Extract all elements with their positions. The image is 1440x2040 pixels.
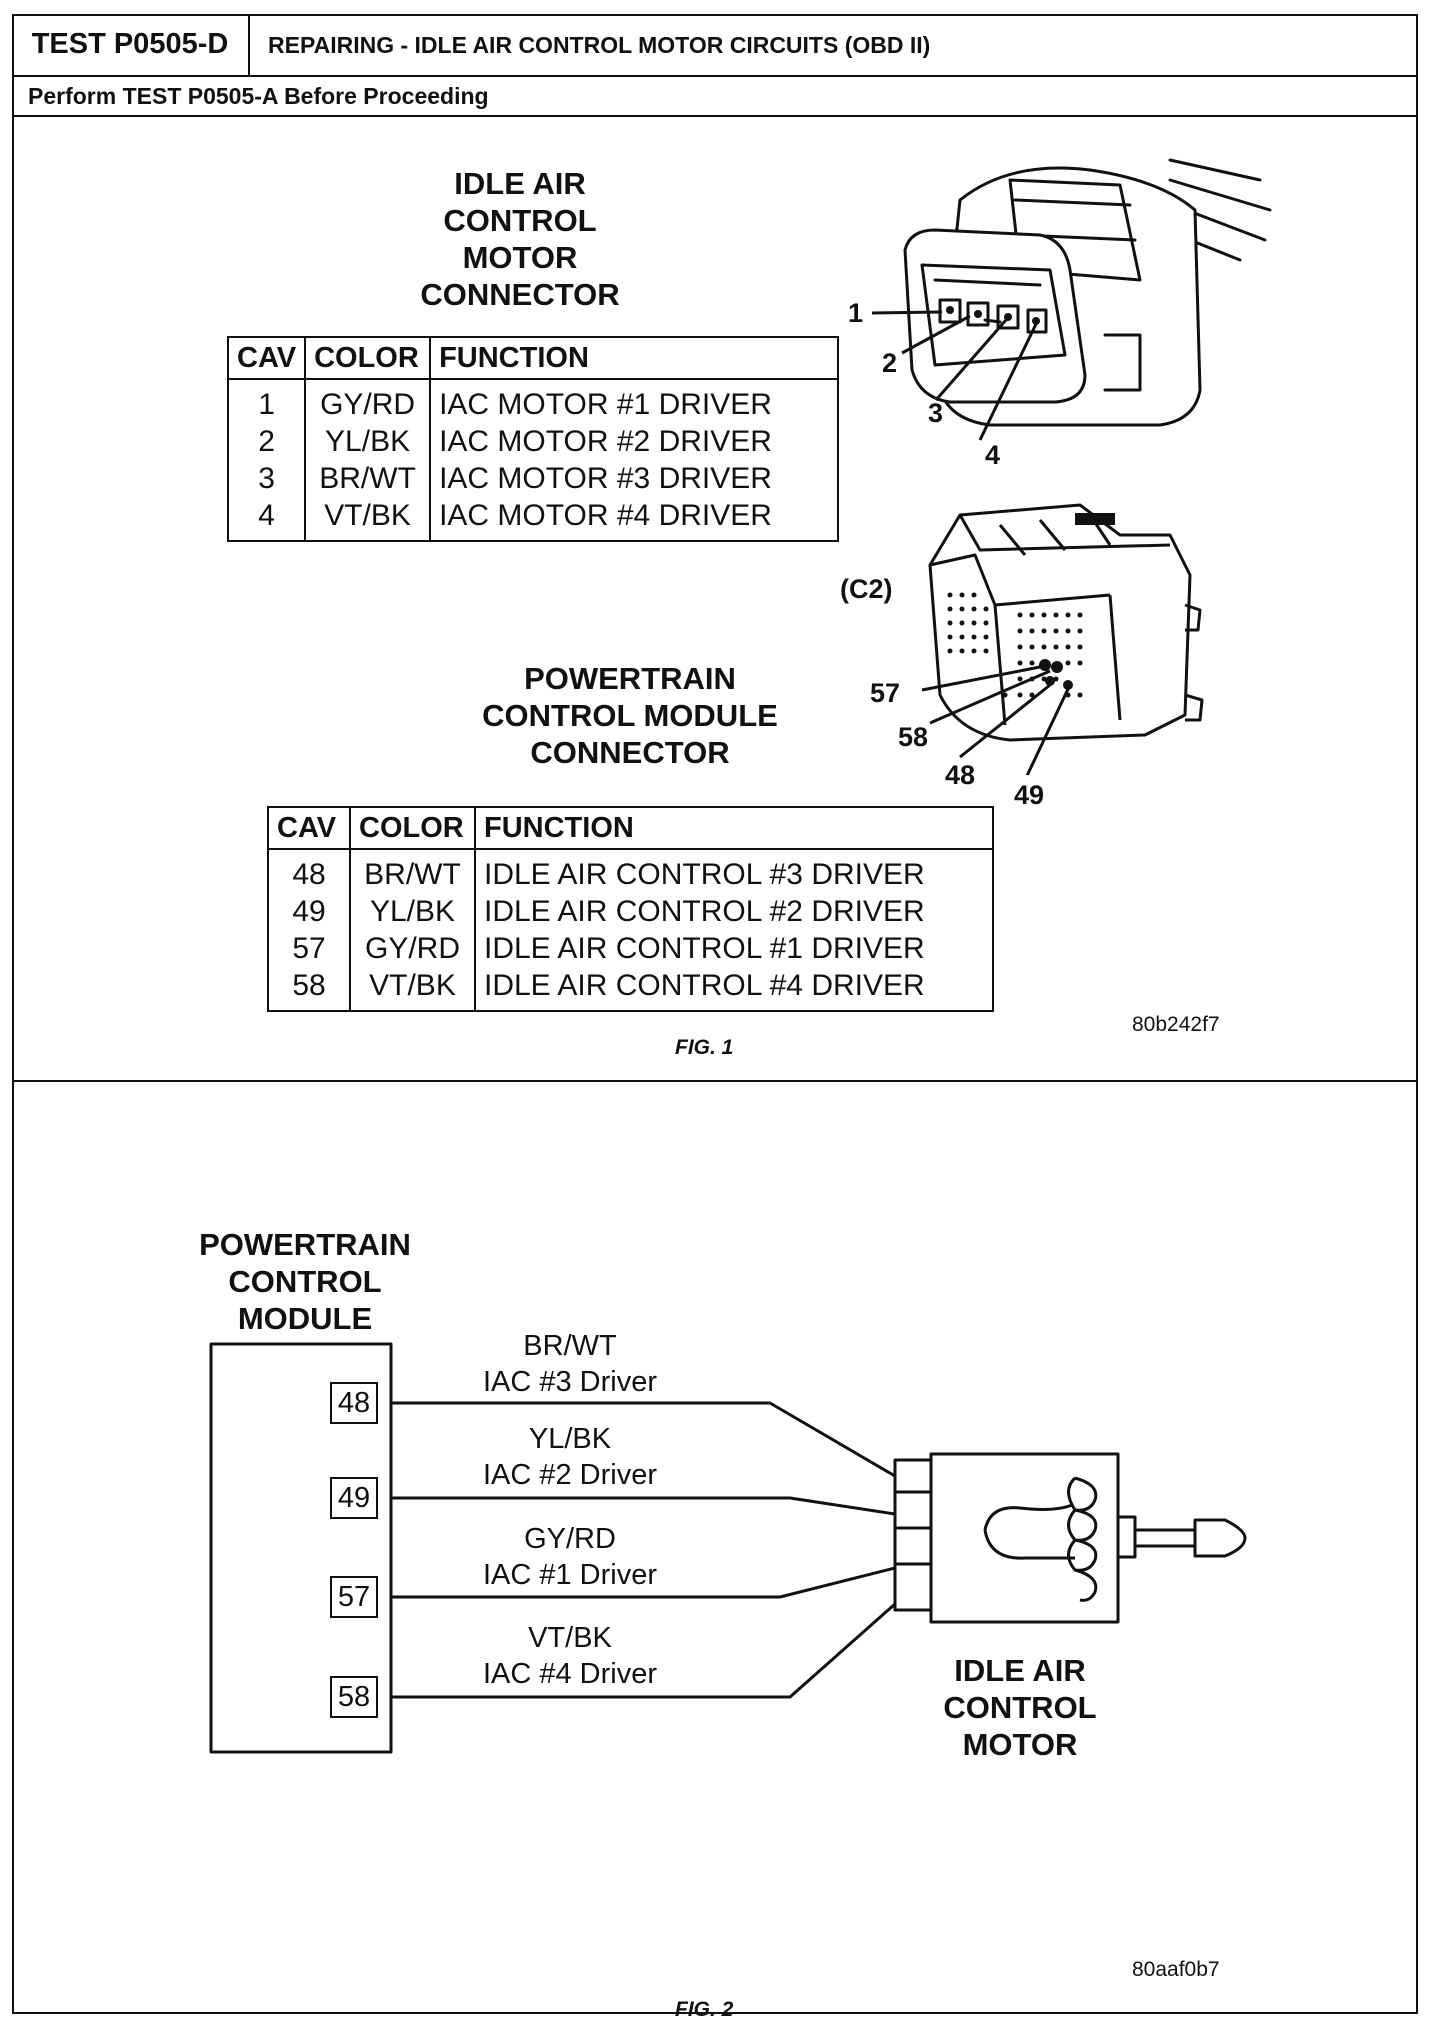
cell-cav: 2 (226, 423, 307, 460)
iac-pin-label: 2 (882, 348, 898, 378)
table-row: 48 BR/WT IDLE AIR CONTROL #3 DRIVER (267, 849, 994, 893)
wire-br-wt (391, 1401, 896, 1478)
cell-cav: 57 (267, 930, 351, 967)
cell-cav: 58 (267, 967, 351, 1012)
figure-divider (12, 1080, 1418, 1082)
wire-label: GY/RD IAC #1 Driver (440, 1521, 700, 1593)
cell-function: IAC MOTOR #2 DRIVER (429, 423, 839, 460)
cell-color: YL/BK (304, 423, 432, 460)
wire-function: IAC #4 Driver (482, 1658, 658, 1690)
table-row: 58 VT/BK IDLE AIR CONTROL #4 DRIVER (267, 967, 994, 1012)
test-id: TEST P0505-D (12, 14, 250, 77)
pcm-pin-box: 49 (330, 1477, 378, 1519)
cell-color: GY/RD (304, 379, 432, 423)
cell-function: IAC MOTOR #3 DRIVER (429, 460, 839, 497)
cell-cav: 49 (267, 893, 351, 930)
iac-motor-title: IDLE AIR CONTROL MOTOR (900, 1652, 1140, 1763)
iac-connector-title-line: CONTROL (443, 203, 597, 238)
page-frame (12, 14, 1418, 2014)
wire-color: GY/RD (524, 1523, 616, 1555)
pcm-module-title-line: MODULE (237, 1301, 373, 1336)
iac-pin-label: 3 (928, 398, 944, 428)
iac-motor-title-line: CONTROL (943, 1690, 1097, 1725)
iac-connector-title: IDLE AIR CONTROL MOTOR CONNECTOR (380, 165, 660, 313)
wire-gy-rd (391, 1566, 896, 1599)
pcm-connector-id: (C2) (840, 574, 893, 604)
pcm-connector-title-line: POWERTRAIN (524, 661, 736, 696)
figure-code: 80aaf0b7 (1132, 1958, 1220, 1981)
col-header-function: FUNCTION (429, 336, 839, 380)
pcm-connector-title-line: CONTROL MODULE (482, 698, 778, 733)
table-row: 1 GY/RD IAC MOTOR #1 DRIVER (226, 379, 839, 423)
iac-pin-label: 4 (985, 440, 1001, 470)
iac-pin-label: 1 (848, 298, 864, 328)
pcm-pin-box: 48 (330, 1382, 378, 1424)
col-header-function: FUNCTION (474, 806, 994, 850)
cell-color: GY/RD (349, 930, 476, 967)
wire-label: VT/BK IAC #4 Driver (440, 1620, 700, 1692)
pcm-module-title: POWERTRAIN CONTROL MODULE (170, 1226, 440, 1337)
col-header-color: COLOR (304, 336, 432, 380)
table-row: 49 YL/BK IDLE AIR CONTROL #2 DRIVER (267, 893, 994, 930)
cell-function: IDLE AIR CONTROL #3 DRIVER (474, 849, 994, 893)
pcm-connector-title-line: CONNECTOR (530, 735, 730, 770)
cell-cav: 1 (226, 379, 307, 423)
pcm-pin-box: 57 (330, 1576, 378, 1618)
pcm-module-title-line: POWERTRAIN (199, 1227, 411, 1262)
pcm-pinout-table: CAV COLOR FUNCTION 48 BR/WT IDLE AIR CON… (267, 806, 994, 1012)
col-header-color: COLOR (349, 806, 476, 850)
pcm-module-title-line: CONTROL (228, 1264, 382, 1299)
header-row (12, 14, 1418, 77)
pcm-pin-label: 58 (898, 722, 929, 752)
pcm-connector-drawing (921, 503, 1204, 775)
table-row: 4 VT/BK IAC MOTOR #4 DRIVER (226, 497, 839, 542)
col-header-cav: CAV (226, 336, 307, 380)
cell-cav: 3 (226, 460, 307, 497)
pcm-pin-label: 48 (945, 760, 976, 790)
cell-color: VT/BK (304, 497, 432, 542)
pcm-connector-title: POWERTRAIN CONTROL MODULE CONNECTOR (430, 660, 830, 771)
cell-function: IAC MOTOR #1 DRIVER (429, 379, 839, 423)
table-row: 57 GY/RD IDLE AIR CONTROL #1 DRIVER (267, 930, 994, 967)
pcm-pin-label: 49 (1014, 780, 1045, 810)
iac-connector-title-line: CONNECTOR (420, 277, 620, 312)
figure-caption: FIG. 2 (675, 1998, 734, 2021)
col-header-cav: CAV (267, 806, 351, 850)
wire-color: VT/BK (528, 1622, 612, 1654)
cell-color: VT/BK (349, 967, 476, 1012)
cell-cav: 48 (267, 849, 351, 893)
table-row: 3 BR/WT IAC MOTOR #3 DRIVER (226, 460, 839, 497)
cell-function: IDLE AIR CONTROL #2 DRIVER (474, 893, 994, 930)
wire-function: IAC #1 Driver (482, 1559, 658, 1591)
iac-connector-title-line: IDLE AIR (454, 166, 586, 201)
cell-color: BR/WT (349, 849, 476, 893)
wiring-schematic (209, 1342, 1247, 1754)
wire-function: IAC #2 Driver (482, 1459, 658, 1491)
cell-function: IDLE AIR CONTROL #4 DRIVER (474, 967, 994, 1012)
wire-vt-bk (391, 1602, 896, 1699)
test-title: REPAIRING - IDLE AIR CONTROL MOTOR CIRCU… (268, 32, 931, 58)
wire-label: BR/WT IAC #3 Driver (440, 1328, 700, 1400)
iac-pinout-table: CAV COLOR FUNCTION 1 GY/RD IAC MOTOR #1 … (226, 336, 839, 542)
cell-color: BR/WT (304, 460, 432, 497)
table-row: 2 YL/BK IAC MOTOR #2 DRIVER (226, 423, 839, 460)
wire-function: IAC #3 Driver (482, 1366, 658, 1398)
iac-connector-drawing (871, 158, 1272, 441)
wire-yl-bk (391, 1496, 896, 1516)
pcm-pin-label: 57 (870, 678, 901, 708)
cell-cav: 4 (226, 497, 307, 542)
cell-color: YL/BK (349, 893, 476, 930)
wire-label: YL/BK IAC #2 Driver (440, 1421, 700, 1493)
iac-motor-title-line: IDLE AIR (954, 1653, 1086, 1688)
wire-color: BR/WT (523, 1330, 617, 1362)
prerequisite-note: Perform TEST P0505-A Before Proceeding (12, 77, 1418, 117)
figure-caption: FIG. 1 (675, 1036, 734, 1059)
iac-motor-title-line: MOTOR (962, 1727, 1078, 1762)
cell-function: IAC MOTOR #4 DRIVER (429, 497, 839, 542)
wire-color: YL/BK (528, 1423, 612, 1455)
pcm-pin-box: 58 (330, 1676, 378, 1718)
iac-connector-title-line: MOTOR (462, 240, 578, 275)
figure-code: 80b242f7 (1132, 1013, 1220, 1036)
cell-function: IDLE AIR CONTROL #1 DRIVER (474, 930, 994, 967)
